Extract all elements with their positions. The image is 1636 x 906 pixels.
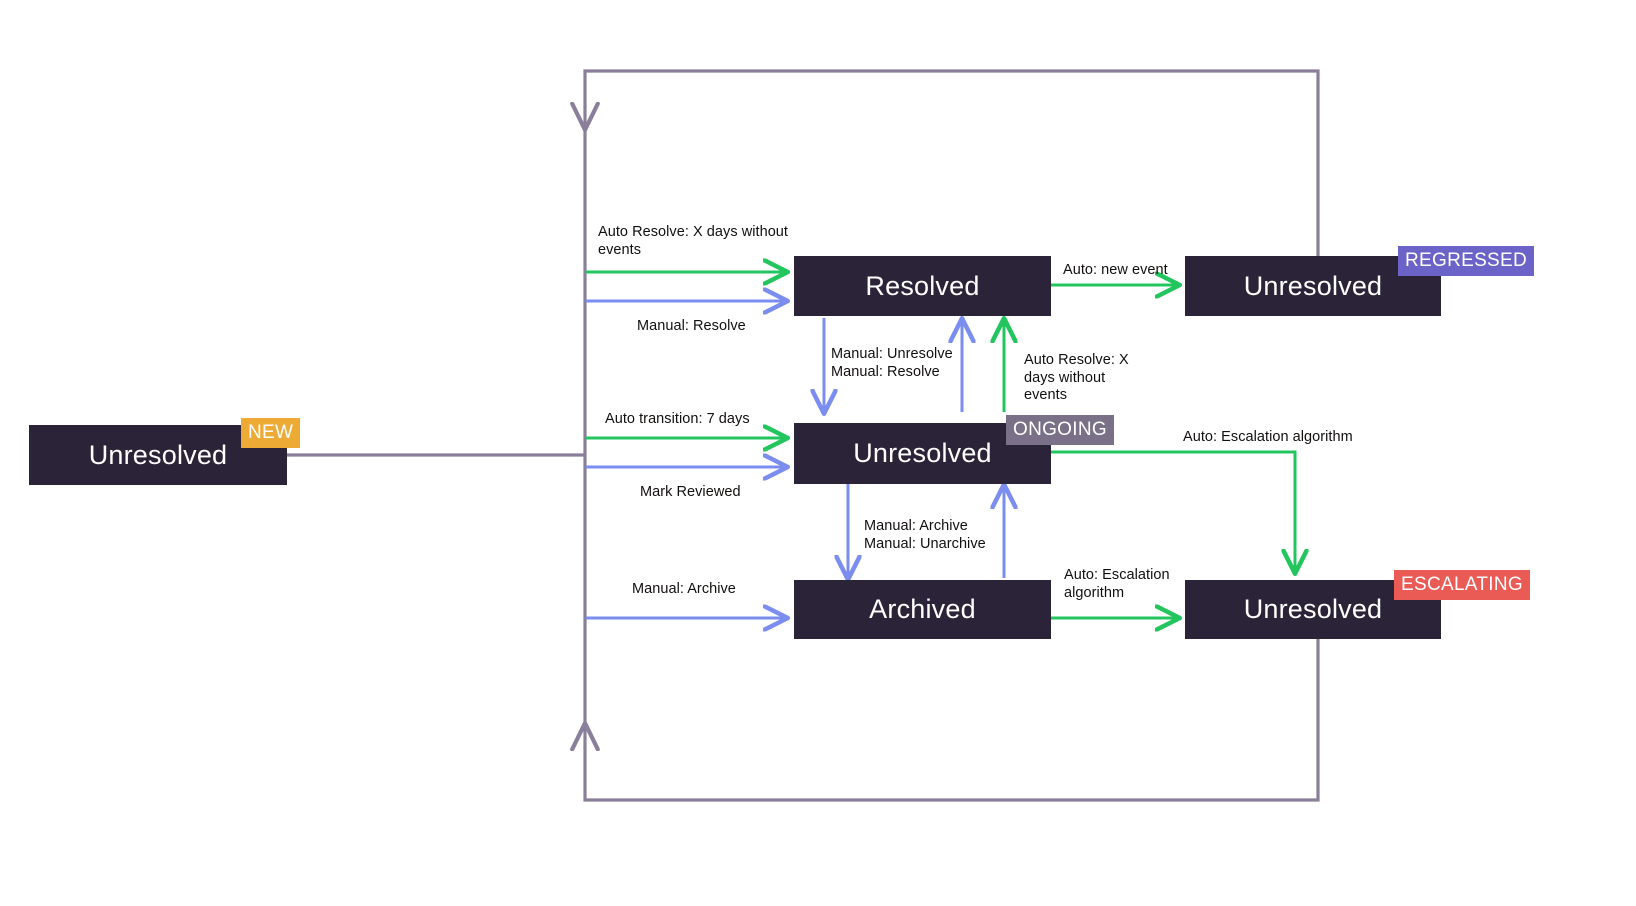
edge-label-manual-archive-unarchive: Manual: Archive Manual: Unarchive — [864, 518, 986, 552]
edge-escalating-loop-return — [585, 639, 1320, 802]
edge-label-auto-new-event: Auto: new event — [1063, 262, 1168, 278]
node-resolved-label: Resolved — [865, 270, 980, 301]
edge-label-auto-escalation-top: Auto: Escalation algorithm — [1183, 429, 1353, 445]
edge-label-manual-archive: Manual: Archive — [632, 581, 736, 597]
node-escalating-unresolved-label: Unresolved — [1243, 594, 1383, 624]
node-ongoing-unresolved-label: Unresolved — [853, 438, 992, 468]
edge-auto-escalation-top — [1051, 450, 1295, 572]
edge-label-auto-transition-7-days: Auto transition: 7 days — [605, 411, 750, 427]
edge-label-manual-unresolve-resolve: Manual: Unresolve Manual: Resolve — [831, 346, 953, 380]
node-new-unresolved-label: Unresolved — [88, 439, 228, 470]
edge-label-manual-resolve: Manual: Resolve — [637, 318, 746, 334]
badge-regressed-label: REGRESSED — [1405, 250, 1528, 271]
badge-escalating: ESCALATING — [1394, 570, 1530, 600]
badge-ongoing-label: ONGOING — [1013, 419, 1107, 440]
badge-new-label: NEW — [248, 422, 294, 443]
badge-new: NEW — [241, 418, 301, 448]
edge-label-auto-resolve-x-days: Auto Resolve: X days without events — [598, 224, 788, 258]
node-resolved[interactable]: Resolved — [794, 256, 1051, 316]
node-regressed-unresolved-label: Unresolved — [1243, 270, 1383, 301]
node-archived[interactable]: Archived — [794, 580, 1051, 639]
node-archived-label: Archived — [869, 594, 976, 624]
badge-regressed: REGRESSED — [1398, 246, 1535, 276]
badge-ongoing: ONGOING — [1006, 415, 1114, 445]
edge-label-auto-resolve-x-days-2: Auto Resolve: X days without events — [1024, 352, 1129, 403]
edge-label-auto-escalation-bottom: Auto: Escalation algorithm — [1064, 567, 1170, 601]
badge-escalating-label: ESCALATING — [1401, 574, 1523, 595]
edge-label-mark-reviewed: Mark Reviewed — [640, 484, 741, 500]
